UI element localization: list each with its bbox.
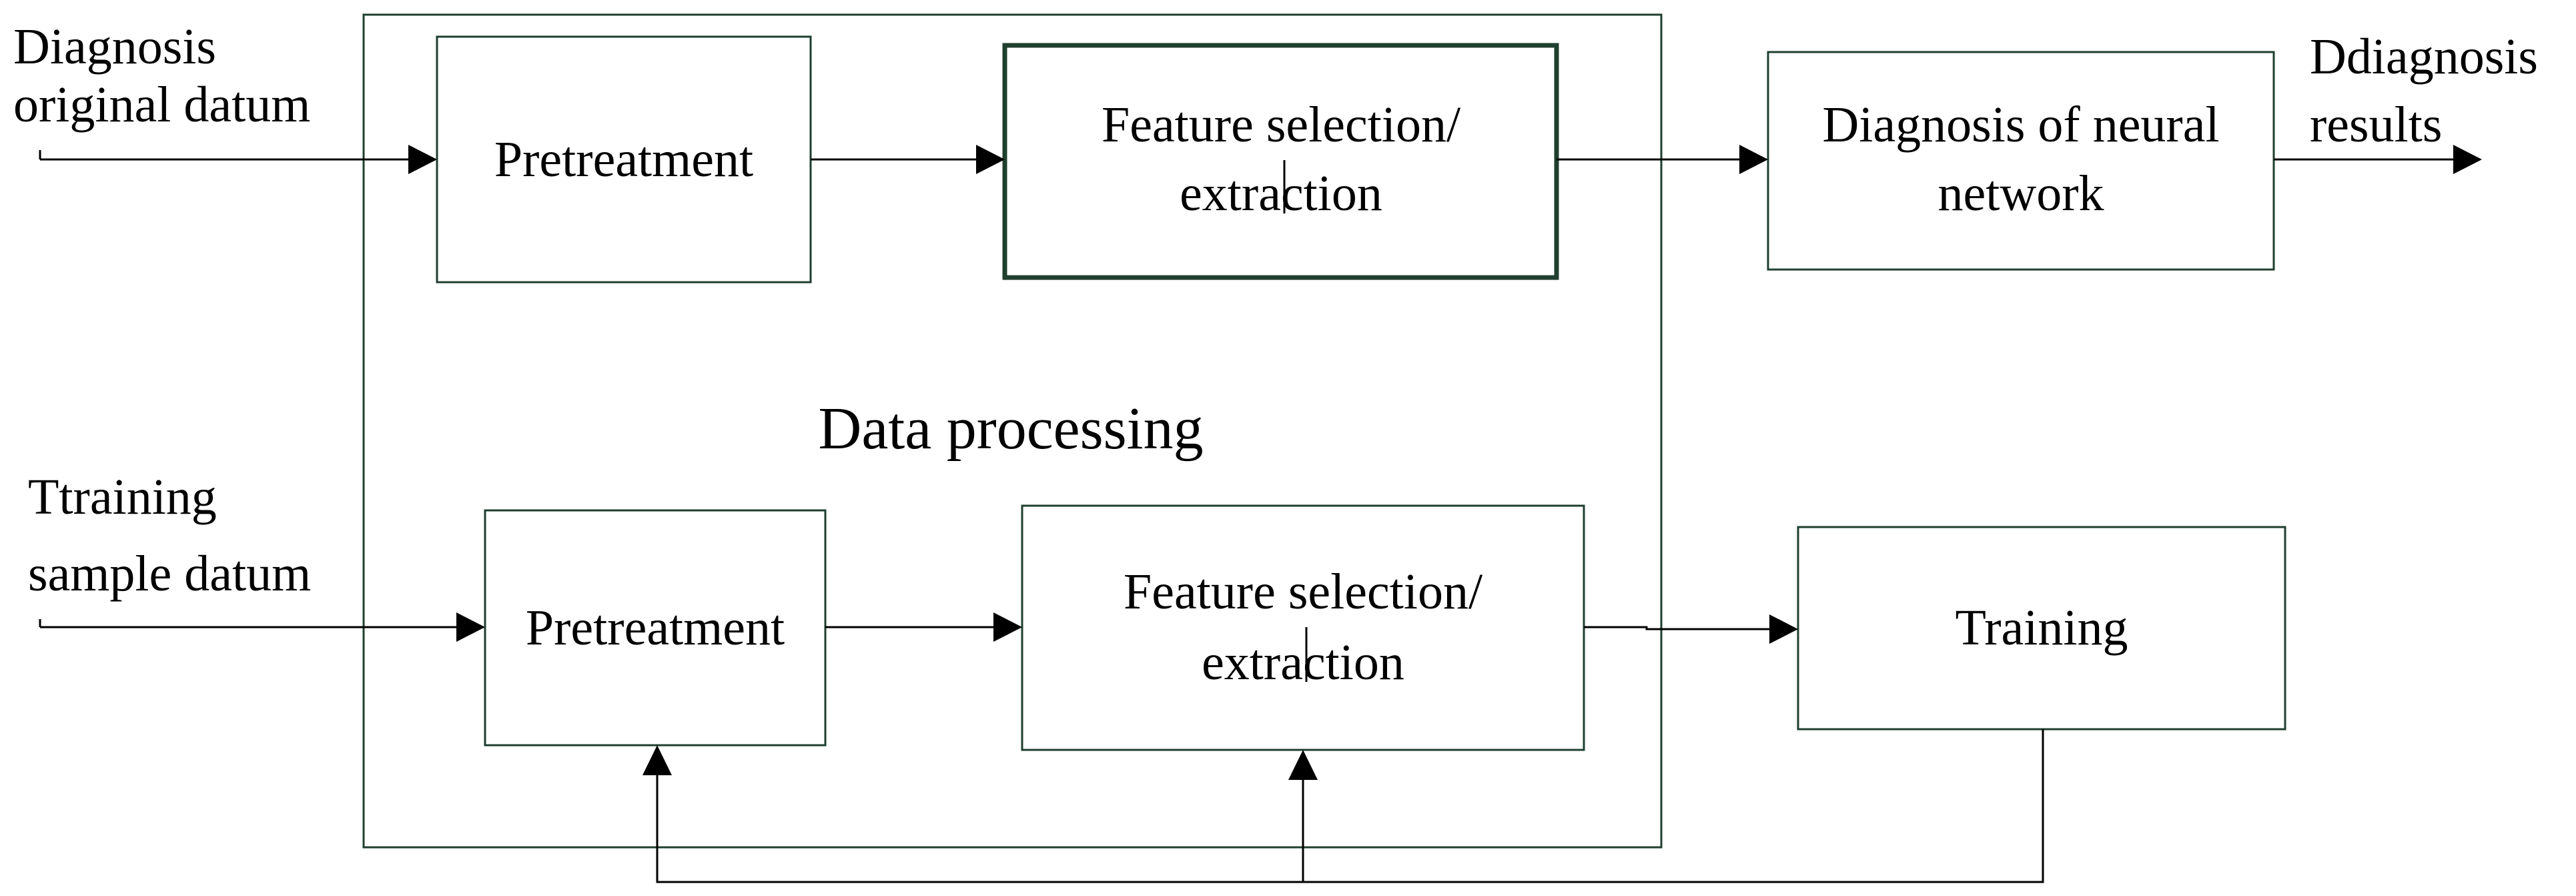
neural-network-box[interactable] xyxy=(1767,51,2275,271)
bottom-pretreatment-label: Pretreatment xyxy=(526,600,785,656)
arrowhead-top-pre xyxy=(408,145,437,174)
top-feature-label-2: extraction xyxy=(1180,165,1382,221)
diagnosis-input-label-1: Diagnosis xyxy=(13,19,216,75)
bottom-pretreatment-box[interactable] xyxy=(484,509,827,747)
training-box[interactable] xyxy=(1797,526,2286,731)
bottom-feature-to-training-line xyxy=(1584,626,1771,630)
arrowhead-neural xyxy=(1739,145,1768,174)
output-label-2: results xyxy=(2310,97,2442,153)
training-box-label: Training xyxy=(1955,600,2128,656)
neural-label-2: network xyxy=(1938,165,2104,221)
top-feature-label-1: Feature selection/ xyxy=(1102,97,1461,153)
top-feature-box[interactable] xyxy=(1002,43,1559,280)
arrowhead-training xyxy=(1769,614,1798,644)
data-processing-frame xyxy=(362,13,1663,849)
bottom-feature-label-2: extraction xyxy=(1202,634,1404,691)
arrowhead-feedback-pre xyxy=(642,745,672,775)
bottom-feature-label-1: Feature selection/ xyxy=(1124,564,1483,620)
arrowhead-output xyxy=(2453,145,2482,174)
training-input-label-1: Ttraining xyxy=(28,469,217,525)
data-processing-label: Data processing xyxy=(818,396,1203,462)
neural-label-1: Diagnosis of neural xyxy=(1822,97,2219,153)
feedback-loop-line xyxy=(656,729,2044,883)
top-pretreatment-box[interactable] xyxy=(436,35,812,284)
bottom-feature-box[interactable] xyxy=(1021,504,1585,751)
output-label-1: Ddiagnosis xyxy=(2310,29,2538,85)
arrowhead-bottom-feature xyxy=(993,612,1022,642)
arrowhead-feedback-feature xyxy=(1288,750,1318,780)
diagnosis-input-label-2: original datum xyxy=(13,77,310,133)
top-pretreatment-label: Pretreatment xyxy=(494,131,753,187)
arrowhead-top-feature xyxy=(976,145,1005,174)
arrowhead-bottom-pre xyxy=(456,612,485,642)
training-input-label-2: sample datum xyxy=(28,546,311,602)
